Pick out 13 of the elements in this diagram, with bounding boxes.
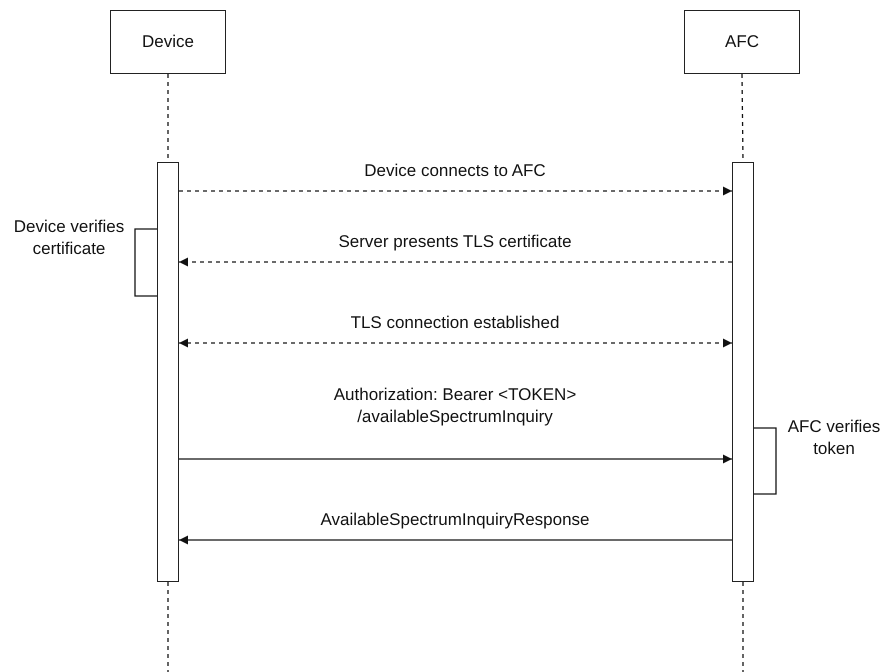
self-call-bracket [754,427,777,495]
activation-bar [732,162,754,582]
message-arrow [179,454,732,464]
message-arrow [179,258,732,266]
participant-box: AFC [684,10,800,74]
message-arrow [179,536,732,544]
message-arrow [179,186,732,196]
self-call-bracket [134,228,157,297]
participant-box: Device [110,10,226,74]
lifeline [742,582,744,672]
message-arrow [179,338,732,348]
lifeline [167,582,169,672]
activation-bar [157,162,179,582]
